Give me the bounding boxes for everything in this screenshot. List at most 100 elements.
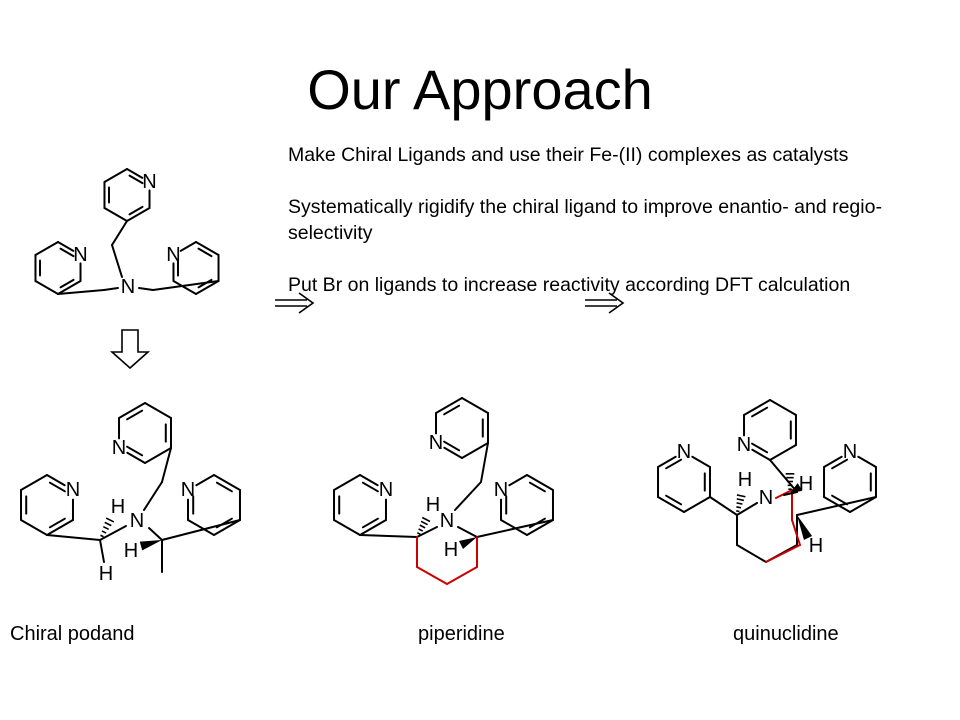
right-arrow-head	[298, 292, 315, 314]
bond	[103, 207, 128, 222]
bond	[849, 496, 877, 513]
pyridine-nitrogen: N	[843, 441, 857, 463]
bond	[823, 455, 843, 468]
bond	[195, 280, 220, 295]
bond	[361, 517, 379, 529]
bond	[126, 207, 151, 222]
bond	[99, 539, 105, 563]
label-quinuclidine: quinuclidine	[733, 623, 839, 645]
bond	[500, 519, 528, 536]
hashed-bond	[104, 521, 112, 527]
hydrogen-atom: H	[124, 540, 138, 562]
bond	[111, 220, 128, 246]
bond	[144, 447, 172, 464]
pyridine-nitrogen: N	[73, 244, 87, 266]
bond	[128, 174, 144, 185]
bond	[333, 474, 361, 491]
bullet-bromine: Put Br on ligands to increase reactivity…	[288, 274, 851, 296]
bond	[359, 474, 379, 487]
bond	[416, 566, 448, 585]
bond	[59, 247, 75, 258]
bond	[769, 399, 797, 416]
bond	[823, 496, 851, 513]
label-chiral-podand: Chiral podand	[10, 623, 135, 645]
wedge-bond	[790, 483, 803, 493]
hashed-bond	[420, 520, 428, 526]
bond	[59, 278, 75, 289]
bond	[57, 280, 82, 295]
bond	[213, 519, 241, 536]
bond	[46, 534, 101, 541]
bond	[751, 442, 769, 454]
bond	[435, 397, 463, 414]
bond	[476, 519, 554, 538]
pyridine-nitrogen: N	[112, 437, 126, 459]
hydrogen-atom: H	[426, 494, 440, 516]
bond	[743, 399, 771, 416]
bond	[796, 496, 877, 516]
bullet-rigidify: Systematically rigidify the chiral ligan…	[288, 196, 882, 244]
bond	[126, 409, 144, 421]
amine-nitrogen: N	[759, 487, 773, 509]
hashed-bond	[736, 506, 742, 509]
slide-title: Our Approach	[307, 58, 653, 121]
pyridine-nitrogen: N	[142, 171, 156, 193]
amine-nitrogen: N	[121, 276, 135, 298]
bond	[736, 544, 767, 563]
bond	[179, 241, 197, 252]
bond	[57, 289, 105, 295]
bond	[665, 494, 683, 506]
bond	[161, 519, 241, 541]
bond	[457, 526, 478, 538]
bond	[48, 481, 66, 493]
pyridine-nitrogen: N	[379, 479, 393, 501]
bond	[857, 455, 877, 468]
bond	[57, 241, 75, 252]
bond	[769, 459, 798, 493]
hydrogen-atom: H	[738, 469, 752, 491]
bond	[526, 474, 554, 491]
hashed-bond	[100, 534, 104, 538]
bond	[103, 287, 119, 291]
down-arrow	[109, 329, 151, 370]
amine-nitrogen: N	[440, 510, 454, 532]
amine-nitrogen: N	[130, 510, 144, 532]
bond	[526, 519, 554, 536]
bond	[461, 442, 489, 459]
bond	[751, 448, 771, 461]
hydrogen-atom: H	[444, 539, 458, 561]
bond	[454, 481, 482, 511]
bond	[148, 527, 163, 541]
bond	[751, 406, 769, 418]
hashed-bond	[736, 498, 745, 502]
hashed-bond	[105, 517, 115, 523]
bond	[333, 519, 361, 536]
bond	[111, 244, 123, 278]
hashed-bond	[101, 530, 107, 534]
hashed-bond	[102, 525, 110, 531]
hashed-bond	[736, 502, 743, 505]
pyridine-nitrogen: N	[66, 479, 80, 501]
bond	[34, 241, 59, 256]
bond	[195, 474, 215, 487]
bond	[443, 404, 461, 416]
bond	[446, 566, 478, 585]
bond	[99, 525, 127, 541]
bullet-list: Make Chiral Ligands and use their Fe-(II…	[288, 142, 888, 324]
bond	[416, 526, 438, 538]
hashed-bond	[421, 516, 431, 523]
bond	[126, 451, 146, 464]
bond	[161, 447, 172, 483]
pyridine-nitrogen: N	[181, 479, 195, 501]
bond	[215, 481, 233, 493]
bond	[195, 241, 220, 256]
bond	[361, 481, 379, 493]
right-arrow-head	[608, 292, 625, 314]
bond	[20, 474, 48, 491]
reaction-arrows	[109, 292, 625, 370]
